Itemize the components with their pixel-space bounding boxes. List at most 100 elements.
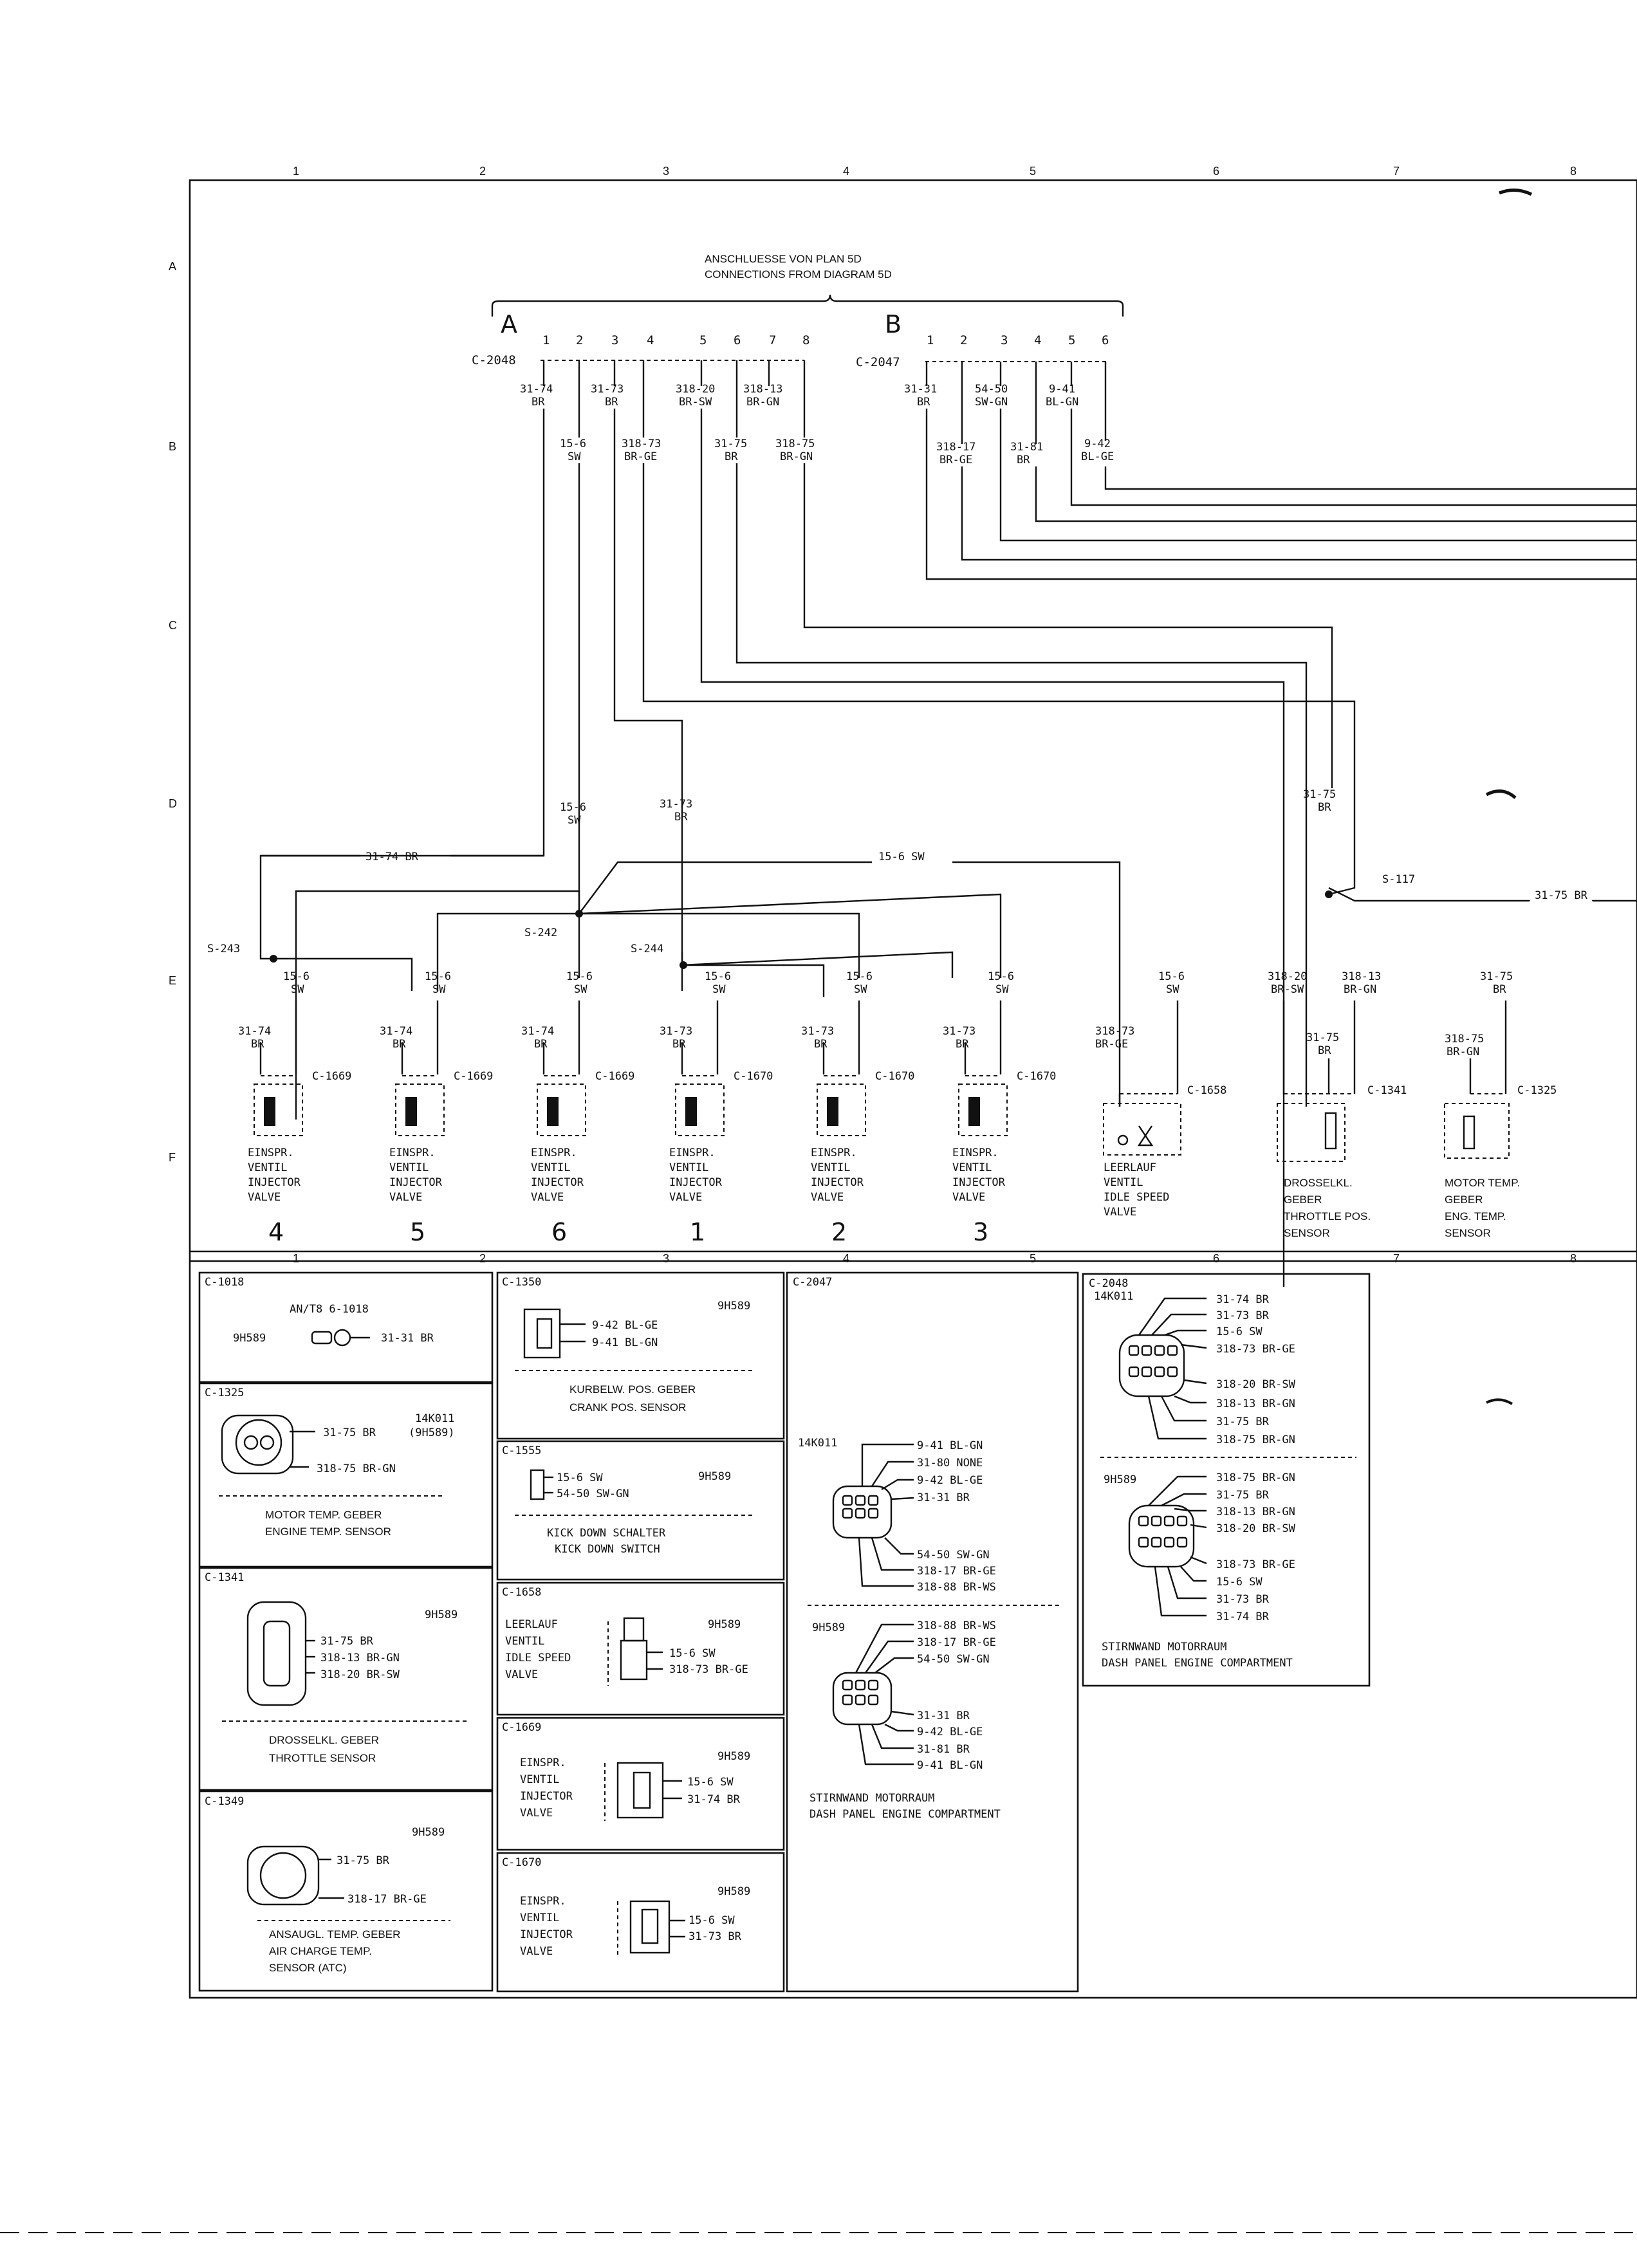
header-line-2: CONNECTIONS FROM DIAGRAM 5D	[705, 268, 892, 281]
header-line-1: ANSCHLUESSE VON PLAN 5D	[705, 253, 862, 265]
svg-text:SENSOR (ATC): SENSOR (ATC)	[269, 1962, 347, 1974]
svg-text:ENG. TEMP.: ENG. TEMP.	[1445, 1210, 1506, 1222]
svg-text:1: 1	[293, 165, 299, 178]
svg-text:7: 7	[769, 333, 776, 347]
svg-text:2: 2	[479, 165, 486, 178]
svg-text:31-81: 31-81	[1010, 441, 1043, 454]
svg-text:1: 1	[542, 333, 550, 347]
svg-text:15-6 SW: 15-6 SW	[1216, 1576, 1262, 1589]
scan-mark-3	[1499, 189, 1533, 196]
group-a-label: A	[501, 310, 517, 338]
svg-text:9-41: 9-41	[1049, 383, 1075, 396]
svg-text:ENGINE TEMP. SENSOR: ENGINE TEMP. SENSOR	[265, 1526, 391, 1538]
distribution-wires: 31-74 BR 15-6 SW S-242 S-243 S-244 S-117…	[207, 785, 1637, 1120]
svg-text:BR-GN: BR-GN	[1447, 1046, 1479, 1058]
idle-speed-valve: 15-6 SW 318-73 BR-GE C-1658 LEERLAUF VEN…	[1095, 970, 1226, 1219]
group-b-label: B	[885, 310, 902, 338]
svg-text:15-6 SW: 15-6 SW	[669, 1647, 716, 1660]
svg-text:BR-GE: BR-GE	[939, 454, 972, 466]
grid-rows: A B C D E F	[169, 260, 177, 1164]
injector-group: 15-6SW31-74BRC-1669EINSPR.VENTILINJECTOR…	[238, 970, 1056, 1246]
label-3175-right: 31-75	[1303, 788, 1336, 801]
svg-text:15-6 SW: 15-6 SW	[1216, 1325, 1262, 1338]
svg-text:31-73: 31-73	[943, 1025, 976, 1038]
svg-text:INJECTOR: INJECTOR	[248, 1176, 301, 1189]
svg-text:31-74: 31-74	[238, 1025, 271, 1038]
svg-text:VENTIL: VENTIL	[952, 1161, 992, 1174]
svg-text:15-6: 15-6	[988, 970, 1014, 983]
svg-text:15-6: 15-6	[566, 970, 593, 983]
svg-text:9H589: 9H589	[425, 1609, 458, 1621]
svg-text:54-50: 54-50	[975, 383, 1008, 396]
svg-text:BR: BR	[251, 1038, 264, 1051]
svg-text:31-73: 31-73	[660, 1025, 692, 1038]
svg-text:318-75 BR-GN: 318-75 BR-GN	[317, 1462, 396, 1475]
svg-text:318-88 BR-WS: 318-88 BR-WS	[917, 1581, 996, 1594]
svg-text:14K011: 14K011	[798, 1437, 837, 1450]
svg-text:BR: BR	[725, 450, 738, 463]
svg-text:IDLE SPEED: IDLE SPEED	[505, 1652, 571, 1664]
svg-text:C-1325: C-1325	[205, 1387, 244, 1399]
svg-text:31-73 BR: 31-73 BR	[689, 1930, 742, 1943]
svg-text:31-31 BR: 31-31 BR	[917, 1491, 970, 1504]
svg-text:S-242: S-242	[524, 927, 557, 939]
svg-text:9-41 BL-GN: 9-41 BL-GN	[917, 1759, 983, 1772]
svg-text:C-2047: C-2047	[793, 1276, 832, 1289]
svg-text:C-1018: C-1018	[205, 1276, 244, 1289]
svg-text:31-81 BR: 31-81 BR	[917, 1743, 970, 1756]
svg-text:BR: BR	[917, 396, 930, 409]
svg-text:BR-GE: BR-GE	[1095, 1038, 1128, 1051]
svg-text:BR-SW: BR-SW	[679, 396, 712, 409]
injector-valve: 15-6SW31-73BRC-1670EINSPR.VENTILINJECTOR…	[943, 970, 1056, 1246]
svg-text:C-1670: C-1670	[875, 1070, 914, 1083]
svg-text:KURBELW. POS. GEBER: KURBELW. POS. GEBER	[569, 1383, 696, 1396]
svg-text:VALVE: VALVE	[520, 1945, 553, 1958]
svg-text:2: 2	[479, 1252, 486, 1265]
svg-text:C-2047: C-2047	[856, 355, 900, 369]
svg-text:A: A	[169, 260, 176, 273]
svg-text:9H589: 9H589	[717, 1885, 750, 1898]
svg-text:318-20 BR-SW: 318-20 BR-SW	[320, 1668, 400, 1681]
svg-text:8: 8	[1570, 165, 1577, 178]
svg-text:SW: SW	[574, 983, 587, 996]
svg-text:318-17: 318-17	[936, 441, 976, 454]
svg-text:SW: SW	[1166, 983, 1179, 996]
svg-text:VENTIL: VENTIL	[531, 1161, 570, 1174]
svg-text:BR-GN: BR-GN	[1344, 983, 1376, 996]
svg-text:INJECTOR: INJECTOR	[520, 1928, 573, 1941]
svg-text:318-17 BR-GE: 318-17 BR-GE	[347, 1893, 427, 1906]
svg-text:318-13: 318-13	[1342, 970, 1381, 983]
svg-text:31-73 BR: 31-73 BR	[1216, 1309, 1270, 1322]
svg-text:VALVE: VALVE	[669, 1191, 702, 1204]
svg-text:318-88 BR-WS: 318-88 BR-WS	[917, 1619, 996, 1632]
svg-text:BR: BR	[534, 1038, 548, 1051]
injector-valve: 15-6SW31-74BRC-1669EINSPR.VENTILINJECTOR…	[380, 970, 493, 1246]
svg-text:BR: BR	[532, 396, 545, 409]
svg-text:VALVE: VALVE	[248, 1191, 281, 1204]
svg-text:31-31 BR: 31-31 BR	[917, 1710, 970, 1722]
svg-text:EINSPR.: EINSPR.	[520, 1895, 566, 1908]
svg-text:C: C	[169, 619, 177, 632]
legend-c1325: C-1325 14K011 (9H589) 31-75 BR 318-75 BR…	[198, 1382, 494, 1568]
svg-text:54-50 SW-GN: 54-50 SW-GN	[917, 1653, 990, 1666]
svg-text:AIR CHARGE TEMP.: AIR CHARGE TEMP.	[269, 1945, 372, 1957]
header-brace	[491, 294, 1124, 317]
svg-text:9-42 BL-GE: 9-42 BL-GE	[917, 1474, 983, 1487]
svg-text:C-1670: C-1670	[1017, 1070, 1056, 1083]
svg-text:IDLE SPEED: IDLE SPEED	[1104, 1191, 1169, 1204]
svg-text:9H589: 9H589	[412, 1826, 445, 1839]
svg-text:KICK DOWN SWITCH: KICK DOWN SWITCH	[555, 1543, 660, 1556]
injector-valve: 15-6SW31-73BRC-1670EINSPR.VENTILINJECTOR…	[801, 970, 914, 1246]
svg-text:EINSPR.: EINSPR.	[811, 1147, 857, 1159]
scan-mark-2	[1486, 1398, 1513, 1405]
svg-text:4: 4	[1034, 333, 1041, 347]
cylinder-number: 2	[831, 1218, 847, 1246]
svg-text:C-1670: C-1670	[502, 1856, 541, 1869]
svg-text:VENTIL: VENTIL	[389, 1161, 429, 1174]
legend-c1349: C-1349 9H589 31-75 BR 318-17 BR-GE ANSAU…	[198, 1790, 494, 1992]
svg-text:318-13: 318-13	[743, 383, 782, 396]
svg-text:THROTTLE POS.: THROTTLE POS.	[1284, 1210, 1371, 1222]
legend-c1341: C-1341 9H589 31-75 BR 318-13 BR-GN 318-2…	[198, 1567, 494, 1791]
svg-text:VALVE: VALVE	[952, 1191, 985, 1204]
